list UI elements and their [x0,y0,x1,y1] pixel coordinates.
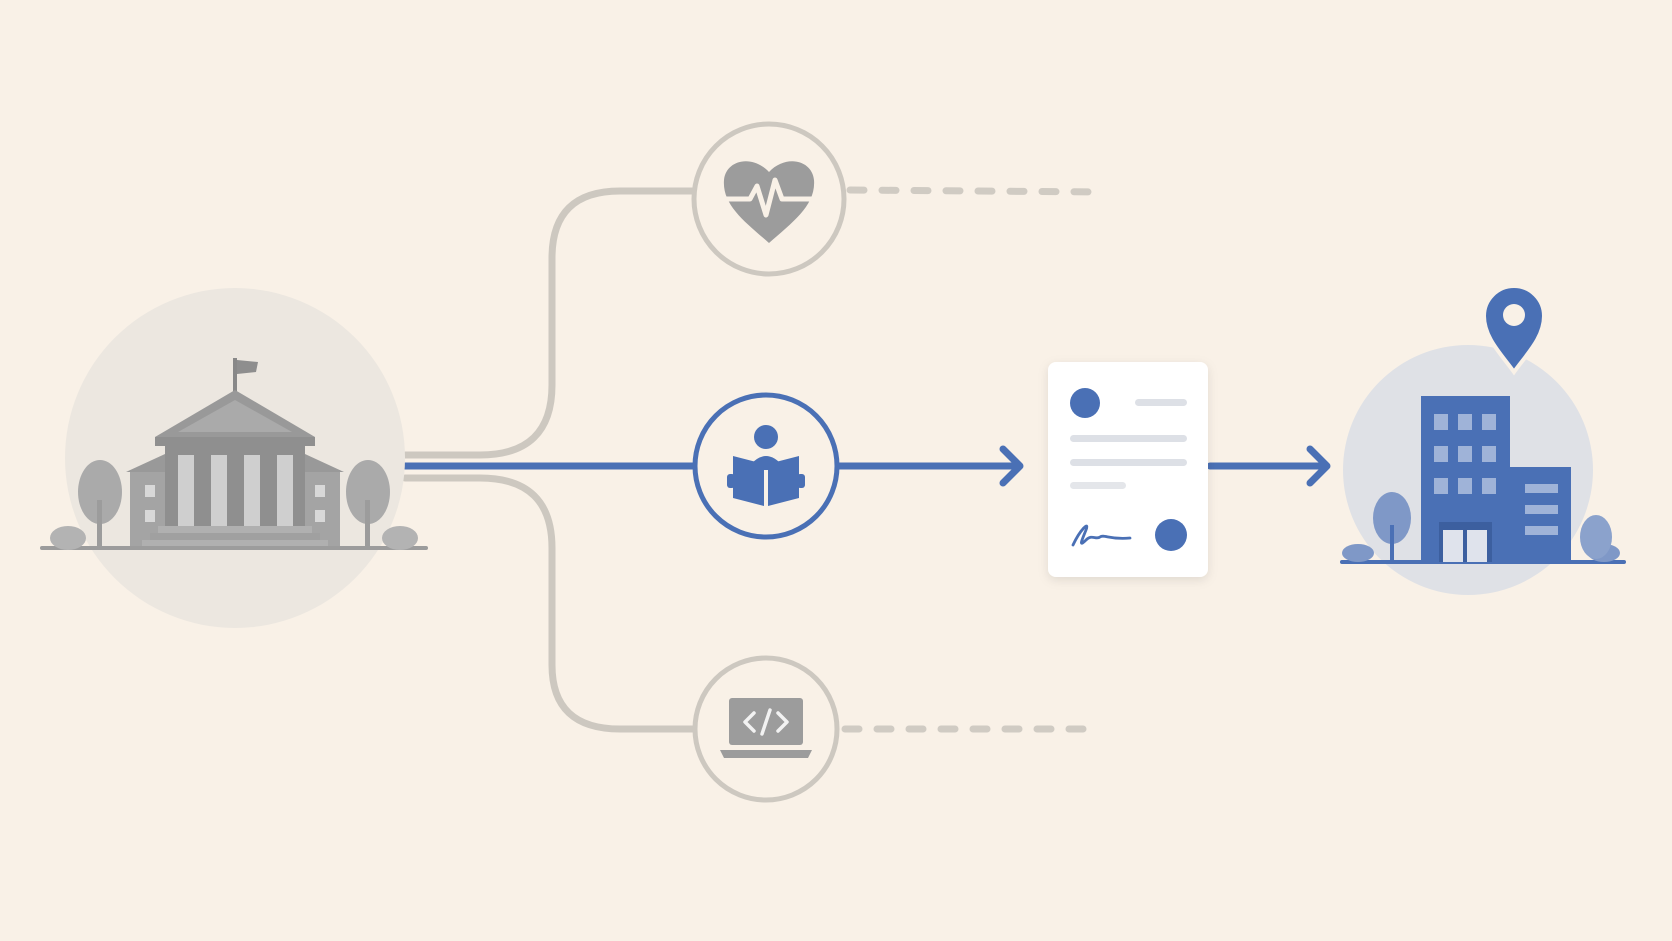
signature-icon [1071,524,1132,547]
arrowhead-to-destination-icon [1306,445,1331,487]
location-pin-icon [1481,284,1547,376]
institution-node [40,288,428,628]
dashed-edge-health [846,186,1104,196]
heart-pulse-icon [719,161,819,243]
inactive-connectors [401,187,704,733]
arrowhead-to-document-icon [999,445,1024,487]
technology-node [692,655,840,803]
signed-document-icon [1070,388,1187,551]
edge-institution-to-health [401,187,704,459]
education-node [692,392,840,540]
destination-node [1340,284,1626,595]
edge-institution-to-technology [401,474,704,733]
laptop-code-icon [720,698,812,758]
government-building-icon [40,358,428,550]
document-node [1048,362,1208,577]
office-building-location-icon [1340,284,1626,564]
health-node [691,121,847,277]
dashed-connectors [841,186,1104,733]
active-connectors [401,445,1331,487]
reading-person-icon [727,425,805,506]
